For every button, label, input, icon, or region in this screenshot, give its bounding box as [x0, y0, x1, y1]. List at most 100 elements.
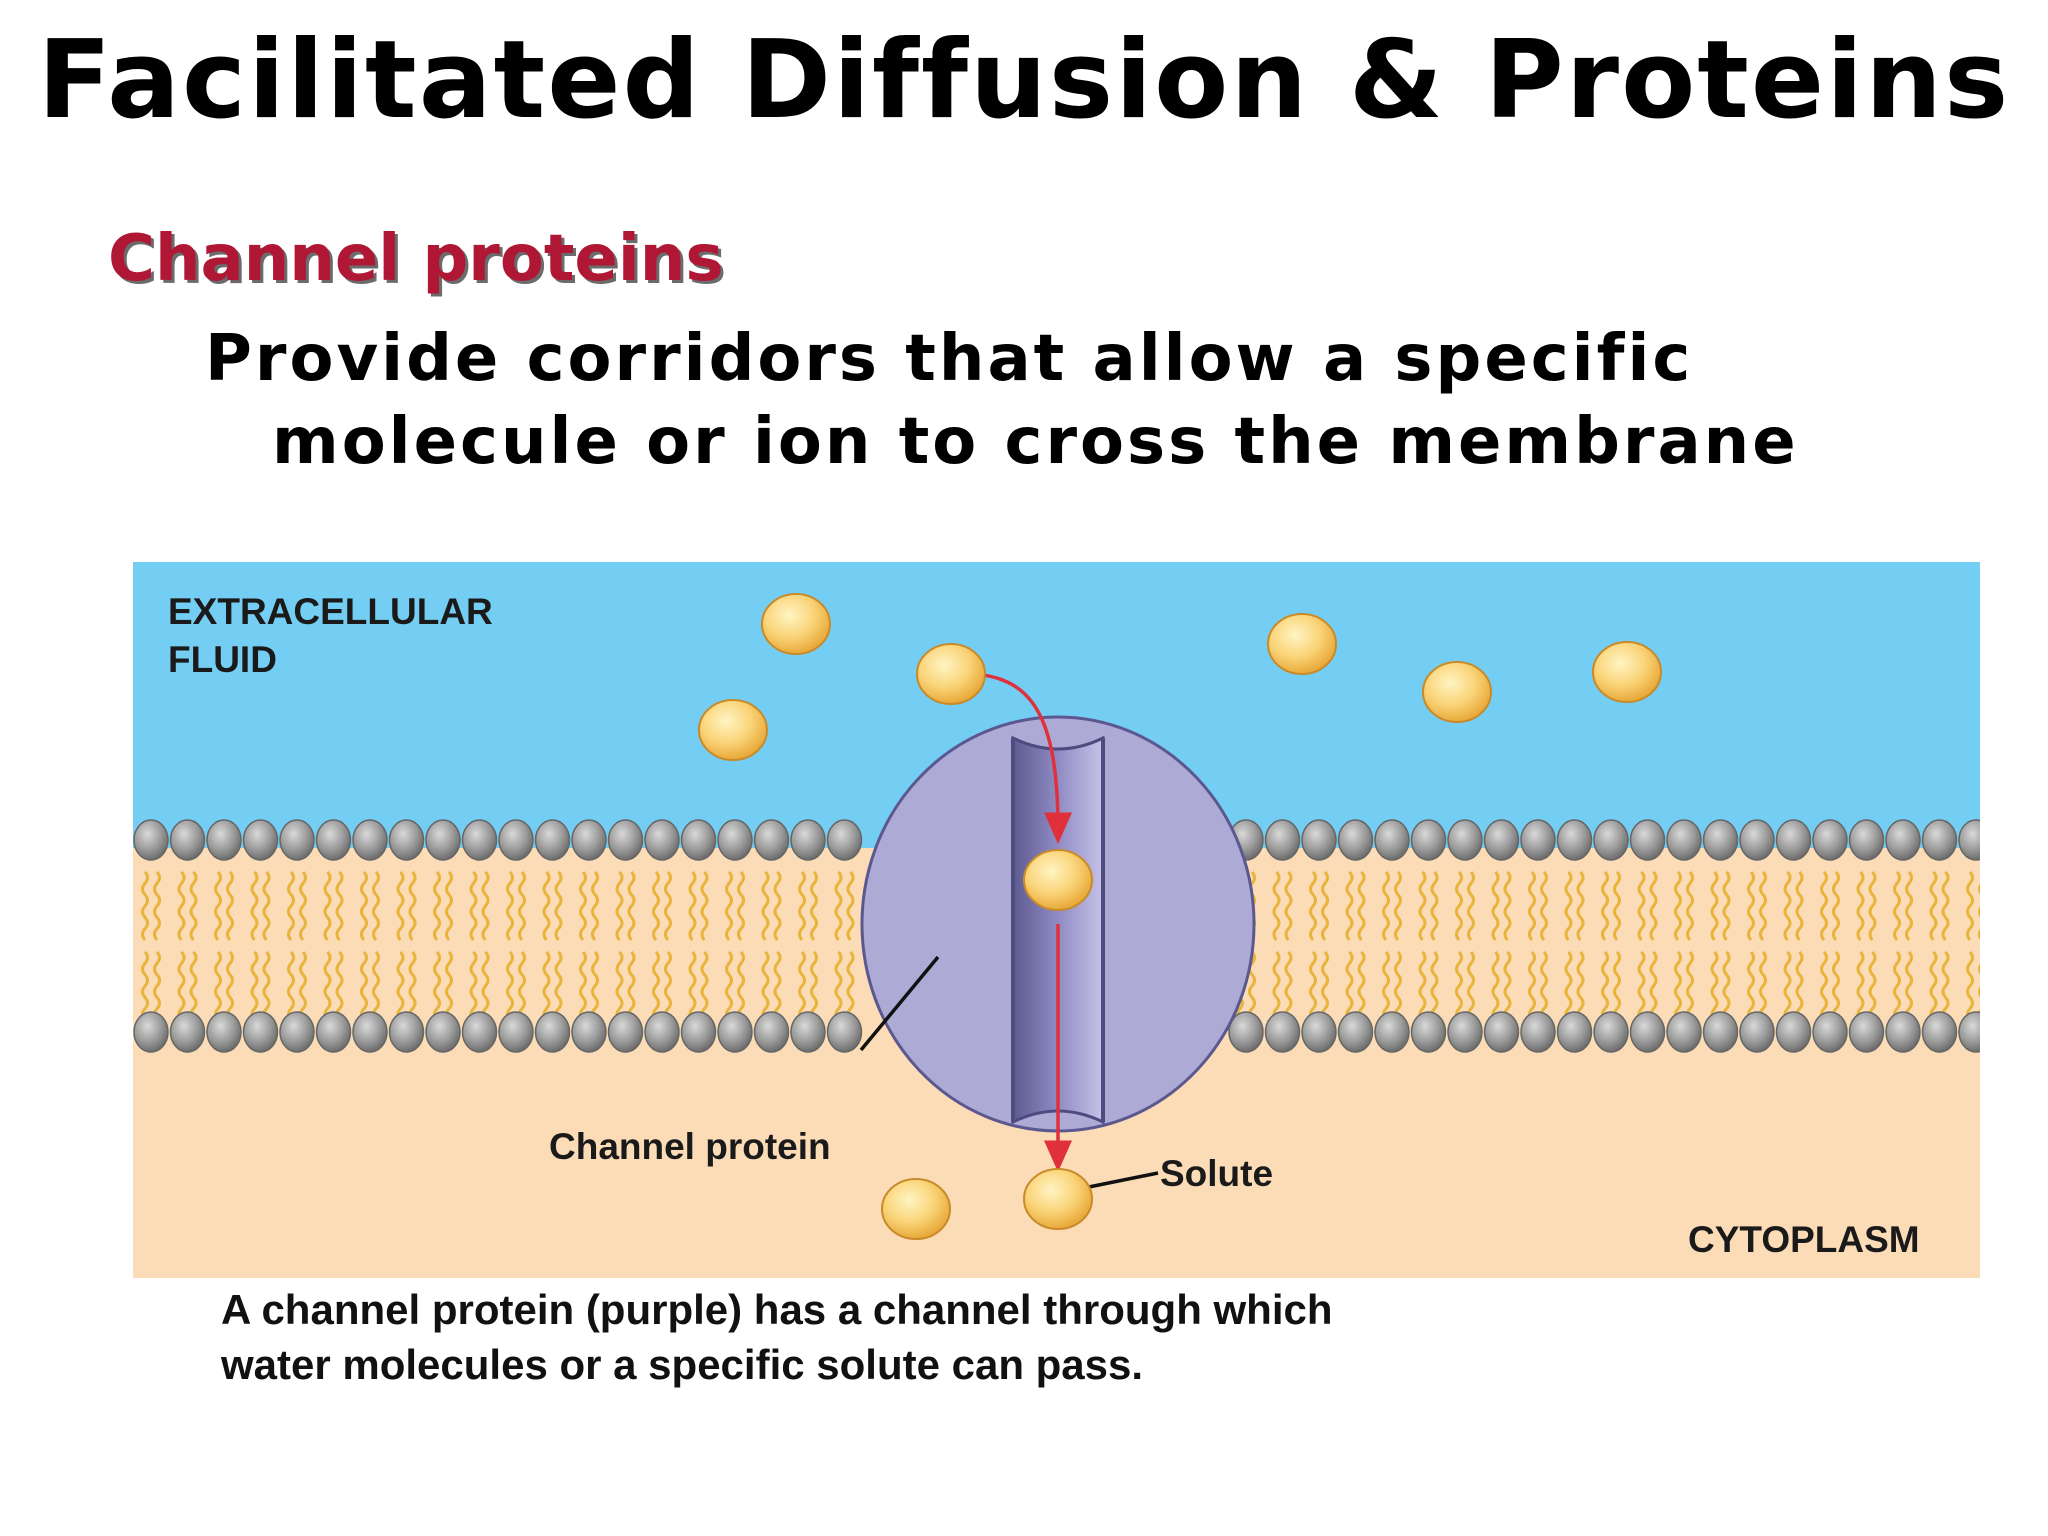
lipid-tail [1430, 951, 1439, 1021]
lipid-head [498, 1011, 534, 1053]
lipid-tail [1893, 951, 1901, 1021]
lipid-tail [1382, 871, 1390, 941]
lipid-tail [1856, 951, 1865, 1021]
lipid-tail [1467, 871, 1475, 941]
lipid-head [352, 819, 388, 861]
lipid-head [1958, 1011, 1980, 1053]
lipid-tail [1722, 951, 1731, 1021]
lipid-tail [250, 871, 259, 941]
lipid-head [571, 1011, 607, 1053]
lipid-tail [1503, 951, 1512, 1021]
solute-molecule [1422, 661, 1492, 723]
solute-molecule [1023, 849, 1093, 911]
lipid-head [1556, 819, 1593, 861]
lipid-tail [1382, 951, 1390, 1021]
lipid-tail [506, 951, 514, 1021]
lipid-tail [153, 951, 161, 1021]
lipid-tail [250, 951, 259, 1021]
lipid-head [1520, 819, 1556, 861]
lipid-head [315, 1011, 352, 1053]
lipid-head [498, 819, 534, 861]
lipid-head [1812, 819, 1848, 861]
lipid-tail [153, 871, 161, 941]
lipid-tail [700, 951, 709, 1021]
lipid-tail [518, 871, 526, 941]
lipid-tail [299, 871, 307, 941]
lipid-tail [408, 951, 417, 1021]
lipid-head [425, 1011, 461, 1053]
lipid-tail [761, 951, 770, 1021]
lipid-head [169, 819, 206, 861]
lipid-head [169, 1011, 206, 1053]
lipid-tail [1357, 871, 1366, 941]
lipid-tail [773, 951, 782, 1021]
solute-molecule [1023, 1168, 1093, 1230]
lipid-tail [1868, 951, 1877, 1021]
lipid-tail [688, 951, 697, 1021]
lipid-tail [737, 951, 745, 1021]
solute-leader-line [1078, 1171, 1159, 1191]
lipid-head [644, 1011, 680, 1053]
lipid-tail [1528, 871, 1536, 941]
lipid-tail [1321, 951, 1329, 1021]
lipid-head [1921, 819, 1958, 861]
lipid-tail [1795, 951, 1804, 1021]
lipid-tail [1832, 871, 1840, 941]
lipid-head [571, 819, 607, 861]
lipid-tail [1966, 951, 1974, 1021]
lipid-tail [1309, 871, 1317, 941]
lipid-tail [1710, 871, 1719, 941]
lipid-tail [810, 871, 818, 941]
phospholipid-bilayer [133, 819, 1980, 1053]
lipid-tail [1637, 951, 1646, 1021]
lipid-tail [1832, 951, 1840, 1021]
lipid-tail [798, 871, 806, 941]
lipid-tail [1856, 871, 1865, 941]
lipid-tail [1722, 871, 1731, 941]
lipid-tail [445, 951, 453, 1021]
lipid-tail [700, 871, 709, 941]
extracellular-label-line-2: FLUID [168, 639, 277, 680]
lipid-head [315, 819, 352, 861]
lipid-head [607, 1011, 644, 1053]
lipid-tail [1284, 871, 1293, 941]
lipid-tail [1601, 871, 1609, 941]
lipid-tail [1528, 951, 1536, 1021]
lipid-tail [1893, 871, 1901, 941]
lipid-tail [1783, 951, 1792, 1021]
lipid-head [1666, 819, 1702, 861]
lipid-tail [226, 871, 234, 941]
lipid-tail [1418, 871, 1427, 941]
lipid-tail [469, 871, 478, 941]
lipid-head [1447, 819, 1483, 861]
solute-molecule [916, 643, 986, 705]
lipid-tail [1613, 871, 1621, 941]
lipid-tail [591, 951, 599, 1021]
lipid-tail [773, 871, 782, 941]
lipid-head [1739, 819, 1775, 861]
lipid-tail [1455, 871, 1463, 941]
lipid-tail [1345, 871, 1354, 941]
lipid-tail [214, 871, 222, 941]
lipid-tail [177, 871, 186, 941]
slide-title: Facilitated Diffusion & Proteins [37, 18, 2011, 143]
lipid-head [1301, 819, 1337, 861]
lipid-head [1520, 1011, 1556, 1053]
lipid-tail [1564, 951, 1573, 1021]
diagram-illustration [133, 562, 1980, 1278]
lipid-tail [1272, 951, 1281, 1021]
lipid-tail [1759, 951, 1767, 1021]
lipid-tail [627, 871, 636, 941]
lipid-tail [1540, 951, 1548, 1021]
solute-molecule [1592, 641, 1662, 703]
lipid-tail [1783, 871, 1792, 941]
lipid-tail [1601, 951, 1609, 1021]
lipid-head [1885, 819, 1921, 861]
lipid-head [1593, 1011, 1629, 1053]
lipid-head [826, 1011, 863, 1053]
lipid-tail [1248, 951, 1256, 1021]
lipid-tail [1418, 951, 1427, 1021]
lipid-head [133, 1011, 169, 1053]
lipid-tail [262, 951, 271, 1021]
lipid-tail [262, 871, 271, 941]
